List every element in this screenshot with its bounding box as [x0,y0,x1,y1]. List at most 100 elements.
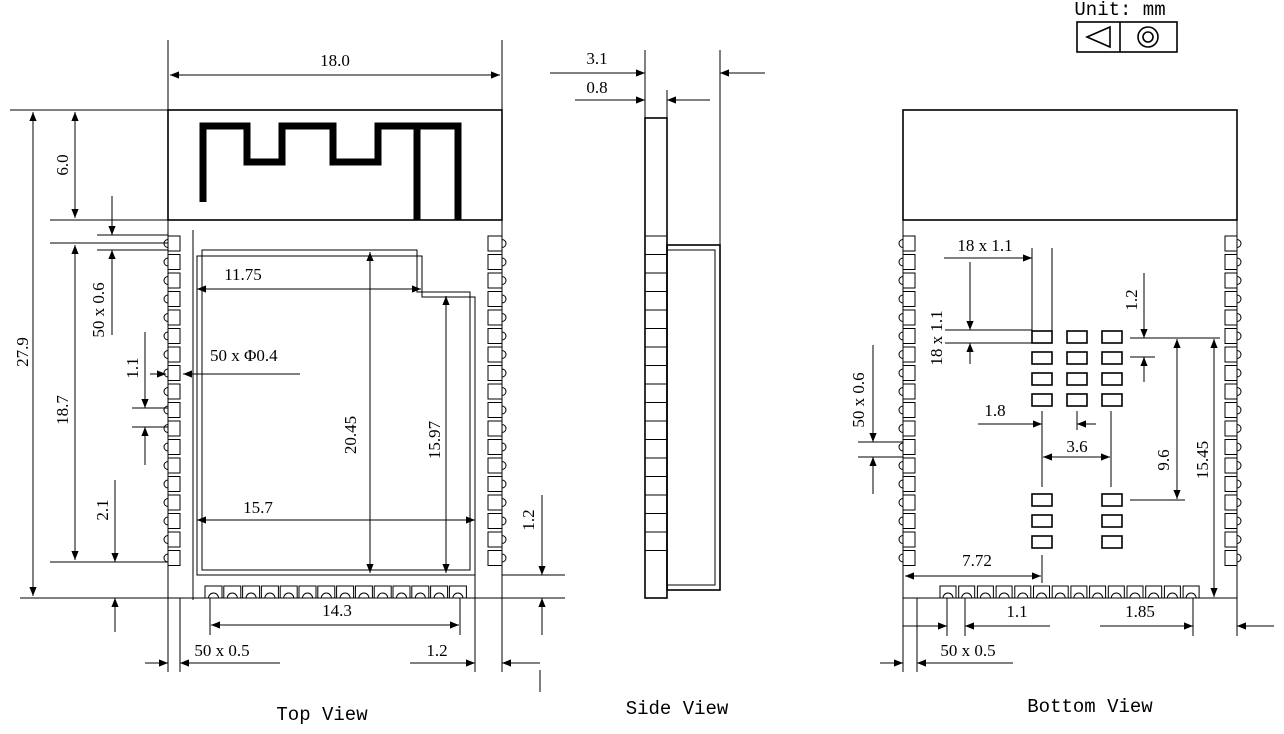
bottom-view-title: Bottom View [1027,696,1153,718]
unit-legend: Unit: mm [1074,0,1178,53]
castellated-pad-bottom [430,585,449,599]
castellated-pad-right [487,457,507,474]
castellated-pad-bottom [298,585,317,599]
castellated-pad-right [487,476,507,492]
castellated-pad-right [1224,254,1242,270]
castellated-pad-left [898,272,916,289]
castellated-pad-bottom [1126,585,1144,599]
dim-bottom-pad: 50 x 0.5 [940,641,995,660]
thermal-pad [1031,493,1053,507]
castellated-pad-left [898,402,916,418]
castellated-pad-right [1224,420,1242,437]
thermal-pad [1031,372,1053,386]
castellated-pad-left [898,550,916,566]
castellated-pad-left [163,328,181,344]
castellated-pad-right [1224,402,1242,418]
side-view-title: Side View [626,698,729,720]
top-view-title: Top View [276,704,368,726]
castellated-pad-right [1224,550,1242,566]
castellated-pad-bottom [1051,585,1069,599]
dim-bottom-offset: 2.1 [93,499,112,520]
antenna-trace [199,122,462,220]
castellated-pad-bottom [939,585,957,599]
thermal-pad [1101,372,1123,386]
castellated-pad-left [163,365,181,381]
castellated-pad-right [1224,235,1242,252]
castellated-pad-right [487,272,507,289]
castellated-pad-right [487,513,507,529]
castellated-pad-left [898,254,916,270]
castellated-pad-right [487,346,507,363]
castellated-pad-bottom [279,585,298,599]
dim-side-pad: 50 x 0.6 [849,372,868,427]
castellated-pad-left [163,254,181,270]
castellated-pad-right [1224,439,1242,455]
dim-antenna-height: 6.0 [53,154,72,175]
thermal-pad [1066,330,1088,344]
castellated-pad-bottom [1107,585,1125,599]
dim-total-height: 27.9 [13,337,32,367]
projection-circle-icon [1137,26,1159,48]
dim-shield-width: 15.7 [243,498,273,517]
thermal-pad [1066,351,1088,365]
dim-hole: 50 x Φ0.4 [210,346,278,365]
castellated-pad-bottom [1070,585,1088,599]
castellated-pad-left [898,383,916,400]
side-view: 3.1 0.8 Side View [550,49,765,720]
castellated-pad-bottom [1182,585,1200,599]
thermal-pad [1031,514,1053,528]
castellated-pad-left [898,420,916,437]
castellated-pad-right [1224,272,1242,289]
castellated-pad-right [1224,383,1242,400]
castellated-pad-right [487,254,507,270]
castellated-pad-left [163,513,181,529]
castellated-pad-bottom [317,585,336,599]
castellated-pad-right [1224,476,1242,492]
dim-bottom-edge: 1.2 [426,641,447,660]
castellated-pad-bottom [1033,585,1050,599]
castellated-pad-right [1224,531,1242,548]
castellated-pad-right [1224,309,1242,326]
castellated-pad-bottom [260,585,279,599]
castellated-pad-bottom [411,585,430,599]
dim-shield-height: 20.45 [341,416,360,454]
castellated-pad-right [487,365,507,381]
dim-from-left: 7.72 [962,551,992,570]
castellated-pad-left [163,291,181,307]
castellated-pad-left [163,420,181,437]
thermal-pad [1101,493,1123,507]
castellated-pad-right [487,420,507,437]
projection-cone-icon [1084,25,1111,49]
castellated-pad-bottom [392,585,411,599]
dim-row-pitch: 1.2 [1122,289,1141,310]
castellated-pad-right [487,402,507,418]
castellated-pad-left [898,531,916,548]
dim-pad-height: 18 x 1.1 [927,310,946,365]
castellated-pad-left [898,457,916,474]
dim-right-edge: 1.2 [519,509,538,530]
dim-right-offset: 1.85 [1125,602,1155,621]
dim-thickness: 3.1 [586,49,607,68]
castellated-pad-left [163,457,181,474]
dim-bottom-pin-span: 14.3 [322,601,352,620]
castellated-pad-right [487,235,507,252]
top-view: 18.0 6.0 27.9 18.7 50 x 0.6 1.1 2.1 50 x… [10,40,565,726]
dim-pitch: 1.1 [123,357,142,378]
castellated-pad-right [1224,328,1242,344]
dim-pad-width: 50 x 0.6 [89,282,108,337]
castellated-pad-left [163,494,181,511]
castellated-pad-right [487,383,507,400]
castellated-pad-bottom [1163,585,1181,599]
castellated-pad-left [163,309,181,326]
castellated-pad-left [898,494,916,511]
castellated-pad-left [163,383,181,400]
castellated-pad-bottom [223,585,242,599]
castellated-pad-bottom [373,585,392,599]
thermal-pad [1031,330,1053,344]
dim-col-span: 3.6 [1066,437,1087,456]
castellated-pad-right [487,291,507,307]
castellated-pad-right [1224,494,1242,511]
dim-width: 18.0 [320,51,350,70]
castellated-pad-left [898,365,916,381]
